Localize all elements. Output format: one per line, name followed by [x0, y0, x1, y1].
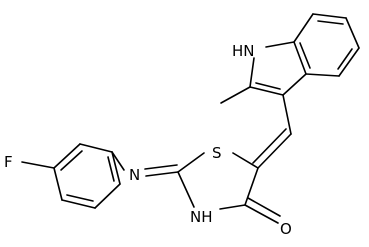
methyl-bond — [220, 86, 251, 104]
sulfur-label: S — [212, 144, 222, 162]
exocyclic-double-bond — [252, 128, 292, 169]
n-aryl-bond — [111, 151, 125, 171]
indole-benzene-ring — [293, 13, 360, 77]
imine-double-bond — [144, 164, 179, 177]
c-f-bond — [21, 161, 55, 169]
amide-nh-label: NH — [190, 208, 213, 226]
thiazolidinone-ring — [177, 152, 259, 210]
oxygen-label: O — [280, 220, 292, 238]
fluorine-label: F — [4, 153, 13, 171]
fluorophenyl-ring — [53, 143, 121, 209]
imine-nitrogen-label: N — [129, 166, 140, 184]
vinyl-bond — [282, 94, 292, 135]
indole-pyrrole-ring — [249, 41, 307, 96]
indole-nh-label: HN — [232, 42, 255, 60]
carbonyl-double-bond — [244, 197, 281, 224]
